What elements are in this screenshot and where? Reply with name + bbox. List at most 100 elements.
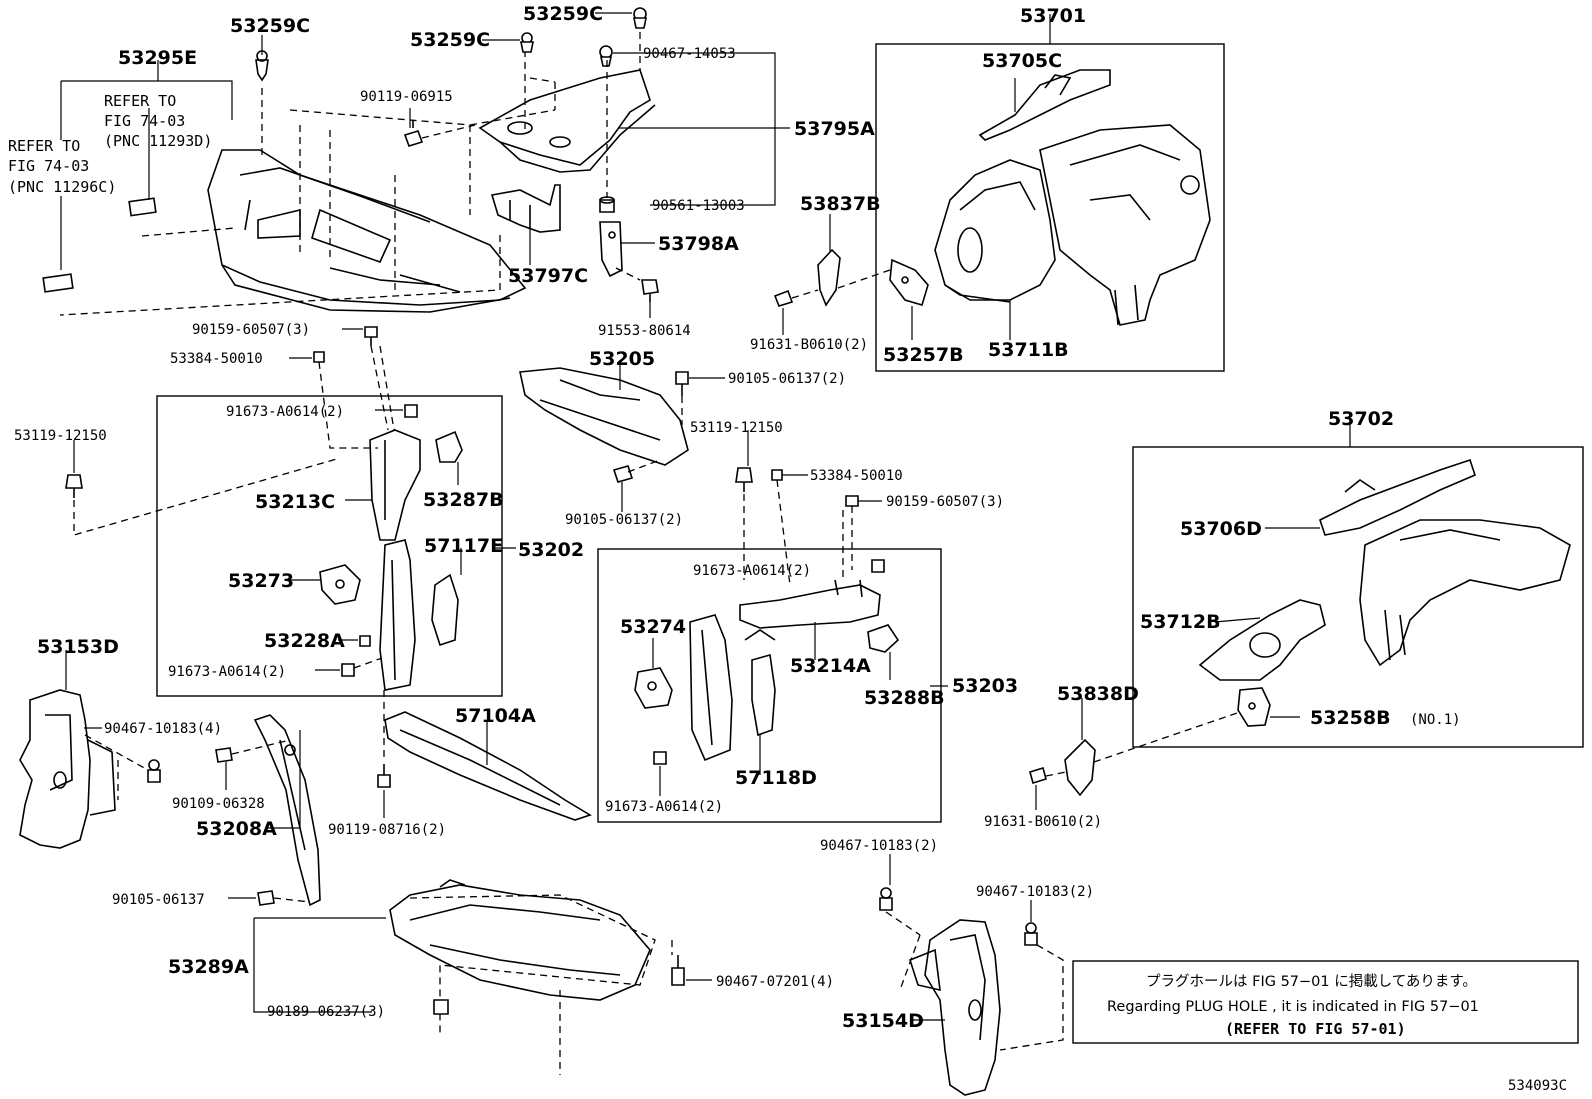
clip-53384-50010-b xyxy=(771,469,783,481)
label-53838D: 53838D xyxy=(1057,683,1139,705)
bracket-53795A xyxy=(478,69,656,173)
part-labels: 53259C 53259C 53259C 53295E REFER TO FIG… xyxy=(8,3,1567,1094)
label-91673-A0614-a: 91673-A0614(2) xyxy=(226,404,344,420)
label-53119-12150-b: 53119-12150 xyxy=(690,420,783,436)
label-53259C-mid: 53259C xyxy=(410,29,490,51)
bolt-90159-60507-b xyxy=(845,495,859,507)
clip-90467-07201 xyxy=(671,955,685,986)
label-53295E: 53295E xyxy=(118,47,197,69)
bracket-53273 xyxy=(319,564,361,605)
label-53837B: 53837B xyxy=(800,193,881,215)
label-53274: 53274 xyxy=(620,616,686,638)
group-box-53701 xyxy=(875,43,1225,372)
label-57117E: 57117E xyxy=(424,535,503,557)
label-90105-06137-a: 90105-06137(2) xyxy=(728,371,846,387)
label-53228A: 53228A xyxy=(264,630,345,652)
group-box-53702 xyxy=(1132,446,1584,748)
label-53706D: 53706D xyxy=(1180,518,1262,540)
undercover-53289A xyxy=(389,879,651,1001)
label-ref-a1: REFER TO xyxy=(104,92,176,110)
label-53257B: 53257B xyxy=(883,344,964,366)
label-57118D: 57118D xyxy=(735,767,817,789)
label-90119-08716: 90119-08716(2) xyxy=(328,822,446,838)
bolt-91631-B0610-a xyxy=(773,289,794,307)
note-line-3: (REFER TO FIG 57-01) xyxy=(1225,1020,1406,1038)
brace-53208A xyxy=(253,714,321,907)
label-57104A: 57104A xyxy=(455,705,536,727)
label-90105-06137-b: 90105-06137(2) xyxy=(565,512,683,528)
bracket-53213C xyxy=(369,429,421,541)
apron-53702-inner xyxy=(1359,519,1571,667)
label-90159-60507-b: 90159-60507(3) xyxy=(886,494,1004,510)
clip-53259C-mid xyxy=(520,32,534,53)
label-53712B: 53712B xyxy=(1140,611,1221,633)
label-ref-a3: (PNC 11293D) xyxy=(104,132,212,150)
plate-57118D xyxy=(751,653,776,737)
label-53384-50010-b: 53384-50010 xyxy=(810,468,903,484)
apron-53712B xyxy=(1198,599,1326,681)
label-91631-B0610-b: 91631-B0610(2) xyxy=(984,814,1102,830)
bracket-53287B xyxy=(435,430,463,463)
label-90159-60507-a: 90159-60507(3) xyxy=(192,322,310,338)
bolt-90109-06328 xyxy=(215,747,233,763)
clip-90467-10183-c xyxy=(1024,922,1038,946)
bolt-90105-06137-b xyxy=(612,465,634,483)
label-53259C-top: 53259C xyxy=(523,3,603,25)
label-90109-06328: 90109-06328 xyxy=(172,796,265,812)
bolt-91673-A0614-a xyxy=(404,404,418,418)
label-53795A: 53795A xyxy=(794,118,875,140)
label-53213C: 53213C xyxy=(255,491,335,513)
label-90561-13003: 90561-13003 xyxy=(652,198,745,214)
label-53289A: 53289A xyxy=(168,956,249,978)
label-90105-06137-c: 90105-06137 xyxy=(112,892,205,908)
label-ref-b2: FIG 74-03 xyxy=(8,157,89,175)
member-53705C xyxy=(978,69,1111,141)
label-53701: 53701 xyxy=(1020,5,1086,27)
clip-90189-06237 xyxy=(433,999,449,1015)
note-box: プラグホールは FIG 57−01 に掲載してあります。 Regarding P… xyxy=(1072,960,1579,1044)
label-53711B: 53711B xyxy=(988,339,1069,361)
label-53702: 53702 xyxy=(1328,408,1394,430)
label-ref-b1: REFER TO xyxy=(8,137,80,155)
apron-53711B xyxy=(934,159,1056,303)
label-ref-a2: FIG 74-03 xyxy=(104,112,185,130)
reinforcement-57118D xyxy=(689,614,733,762)
label-90467-14053: 90467-14053 xyxy=(643,46,736,62)
label-53798A: 53798A xyxy=(658,233,739,255)
label-no1: (NO.1) xyxy=(1410,712,1461,728)
stud-53119-12150-a xyxy=(65,474,83,498)
clip-90467-14053 xyxy=(599,45,613,67)
label-90467-10183-b: 90467-10183(2) xyxy=(820,838,938,854)
label-53202: 53202 xyxy=(518,539,584,561)
label-53214A: 53214A xyxy=(790,655,871,677)
cowl-panel-53295E xyxy=(207,149,527,313)
label-53288B: 53288B xyxy=(864,687,945,709)
clip-53259C-left xyxy=(255,35,269,82)
label-90467-07201: 90467-07201(4) xyxy=(716,974,834,990)
bracket-53797C xyxy=(490,184,561,233)
label-53153D: 53153D xyxy=(37,636,119,658)
bolt-91673-A0614-d xyxy=(653,751,667,765)
label-53705C: 53705C xyxy=(982,50,1062,72)
bolt-91631-B0610-b xyxy=(1029,766,1047,785)
bracket-53288B xyxy=(867,624,900,653)
group-box-53202 xyxy=(156,395,503,697)
bolt-91673-A0614-c xyxy=(871,559,885,573)
label-53154D: 53154D xyxy=(842,1010,924,1032)
bracket-53274 xyxy=(634,667,673,709)
plate-57117E xyxy=(431,573,459,647)
bolt-91553-80614 xyxy=(641,279,659,302)
label-53797C: 53797C xyxy=(508,265,588,287)
figure-code: 534093C xyxy=(1508,1078,1567,1094)
label-53119-12150-a: 53119-12150 xyxy=(14,428,107,444)
label-90189-06237: 90189-06237(3) xyxy=(267,1004,385,1020)
stud-53119-12150-b xyxy=(735,467,753,492)
bolt-90105-06137-a xyxy=(675,371,689,396)
shield-53154D xyxy=(909,919,1001,1096)
member-53706D xyxy=(1319,458,1476,536)
label-91553-80614: 91553-80614 xyxy=(598,323,691,339)
bracket-53798A xyxy=(599,221,623,278)
label-53258B: 53258B xyxy=(1310,707,1391,729)
label-90467-10183-a: 90467-10183(4) xyxy=(104,721,222,737)
